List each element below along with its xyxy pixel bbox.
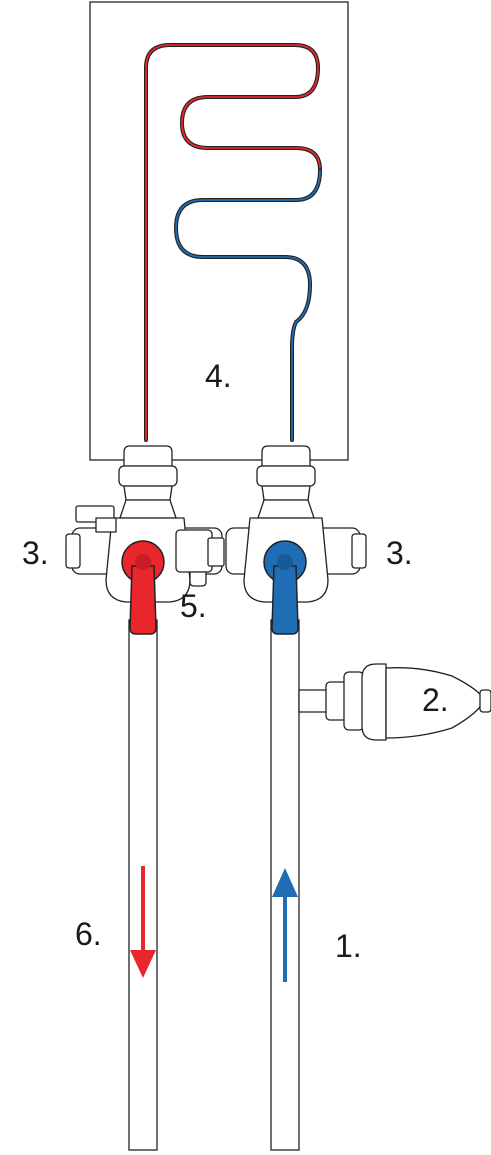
label-valve-left: 3. bbox=[22, 535, 49, 571]
water-heater-tank bbox=[89, 1, 349, 461]
label-heater: 4. bbox=[205, 358, 232, 394]
label-expansion-vessel: 2. bbox=[422, 682, 449, 718]
cold-flow-arrow-up bbox=[272, 868, 298, 982]
label-outlet: 6. bbox=[75, 916, 102, 952]
label-valve-right: 3. bbox=[386, 535, 413, 571]
heating-coil bbox=[144, 43, 322, 442]
cold-valve-blue-handle bbox=[263, 540, 307, 635]
hot-flow-arrow-down bbox=[130, 866, 156, 978]
expansion-vessel bbox=[298, 663, 491, 741]
label-relief-valve: 5. bbox=[180, 588, 207, 624]
left-valve-assembly bbox=[65, 445, 225, 603]
hot-valve-red-handle bbox=[121, 540, 165, 635]
label-inlet: 1. bbox=[335, 928, 362, 964]
